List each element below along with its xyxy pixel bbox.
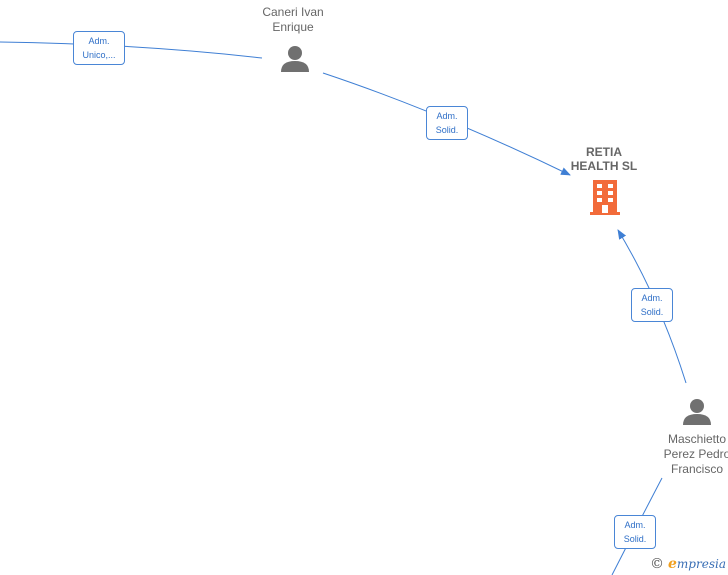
empresia-watermark: © empresia [650, 555, 726, 573]
person-icon[interactable] [281, 46, 309, 72]
edge-label-caneri: Adm. Solid. [426, 106, 468, 140]
company-label[interactable]: RETIA HEALTH SL [570, 145, 638, 173]
edge-label-bottom: Adm. Solid. [614, 515, 656, 549]
person-label-maschietto[interactable]: Maschietto Perez Pedro Francisco [663, 432, 728, 476]
brand-initial: e [668, 556, 677, 572]
person-label-caneri[interactable]: Caneri Ivan Enrique [262, 5, 324, 34]
edge-left-to-caneri [0, 41, 263, 59]
brand-rest: mpresia [676, 557, 726, 571]
brand-logo: empresia [668, 556, 726, 572]
copyright-symbol: © [650, 556, 664, 572]
edge-label-maschietto: Adm. Solid. [631, 288, 673, 322]
edge-label-left: Adm. Unico,... [73, 31, 125, 65]
person-icon[interactable] [683, 399, 711, 425]
building-icon[interactable] [590, 180, 620, 215]
